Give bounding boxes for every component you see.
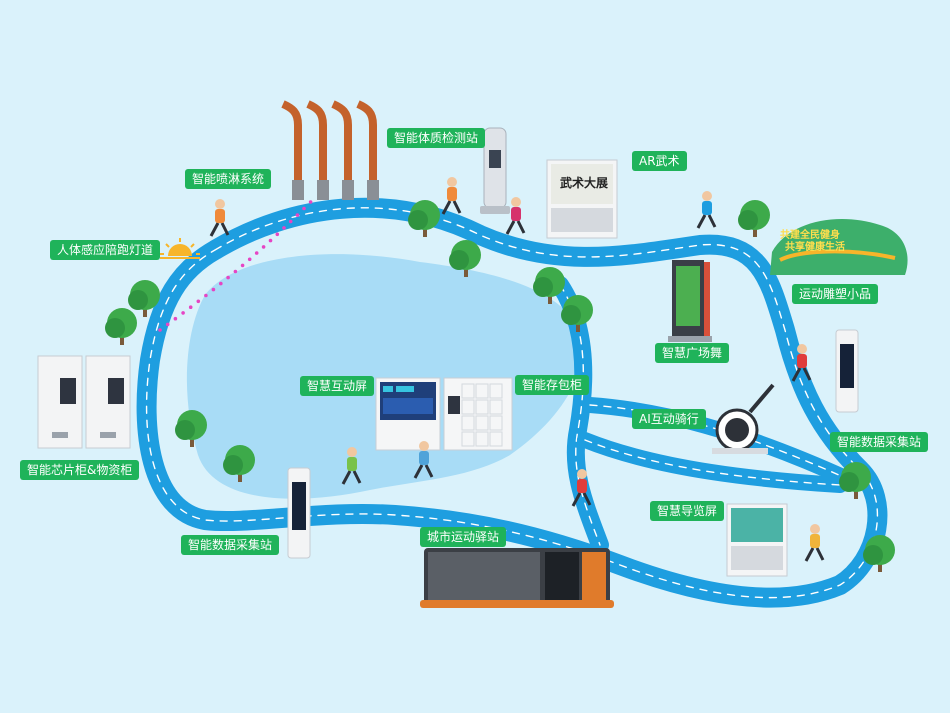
light-dot [268, 238, 273, 243]
ar-wushu-screen [546, 159, 618, 239]
data-station-right [835, 329, 859, 413]
tree [128, 280, 160, 317]
tree [175, 410, 207, 447]
label-ar-wushu: AR武术 [632, 151, 687, 171]
label-mist: 智能喷淋系统 [185, 169, 272, 189]
light-dot [211, 287, 216, 292]
light-dot [308, 200, 313, 204]
tree [839, 462, 871, 499]
runner [571, 469, 592, 507]
ar-screen-text: 武术大展 [560, 176, 609, 190]
label-locker: 智能存包柜 [515, 375, 590, 395]
light-dot [302, 206, 306, 211]
light-dot [295, 213, 300, 217]
label-guide-screen: 智慧导览屏 [650, 501, 725, 521]
tree [449, 240, 481, 277]
light-dot [181, 311, 185, 315]
trees [105, 200, 895, 572]
runner [441, 177, 462, 215]
light-dot [288, 219, 293, 224]
label-chip-cabinet: 智能芯片柜&物资柜 [20, 460, 140, 480]
sunrise-icon [160, 238, 200, 259]
light-dot [240, 263, 245, 268]
runner [696, 191, 717, 229]
runner [209, 199, 230, 237]
tree [223, 445, 255, 482]
tree [561, 295, 593, 332]
light-dot [261, 245, 266, 249]
square-dance-kiosk [668, 260, 712, 342]
label-data-station-left: 智能数据采集站 [181, 535, 280, 555]
light-dot [233, 269, 238, 274]
smart-light-poles [281, 100, 379, 200]
pe-test-kiosk [480, 127, 510, 214]
tree [863, 535, 895, 572]
tree [738, 200, 770, 237]
ai-bike [712, 383, 775, 454]
tree [105, 308, 137, 345]
label-square-dance: 智慧广场舞 [655, 343, 730, 363]
runners [209, 177, 825, 562]
light-dot [254, 251, 259, 255]
tree [533, 267, 565, 304]
light-dot [282, 226, 286, 230]
light-dot [204, 293, 208, 298]
light-dot [188, 305, 193, 310]
label-pe-test: 智能体质检测站 [387, 128, 486, 148]
sculpture-line1: 共建全民健身 [780, 228, 840, 241]
guide-screen [726, 503, 788, 577]
runner [791, 344, 812, 382]
light-dot [219, 281, 223, 286]
sensor-light-dots [158, 200, 313, 332]
runner [804, 524, 825, 562]
runner [505, 197, 526, 235]
label-sculpture: 运动雕塑小品 [792, 284, 879, 304]
light-pole [331, 100, 354, 200]
label-sensor-lights: 人体感应陪跑灯道 [50, 240, 161, 260]
label-data-station-right: 智能数据采集站 [830, 432, 929, 452]
light-dot [196, 299, 201, 304]
label-city-station: 城市运动驿站 [420, 527, 507, 547]
light-dot [226, 275, 230, 280]
light-dot [173, 316, 178, 321]
supply-cabinet [85, 355, 131, 449]
label-ai-bike: AI互动骑行 [632, 409, 706, 429]
light-pole [306, 100, 329, 200]
runner [413, 441, 434, 479]
interactive-screen [375, 377, 441, 451]
data-station-left [287, 467, 311, 559]
sculpture-sign: 共建全民健身 共享健康生活 [770, 219, 908, 275]
light-pole [356, 100, 379, 200]
storage-locker [443, 377, 513, 451]
light-dot [275, 232, 280, 237]
light-dot [247, 257, 252, 262]
runner [341, 447, 362, 485]
light-dot [165, 322, 170, 327]
light-pole [281, 100, 304, 200]
city-sports-station [420, 548, 614, 608]
chip-cabinet [37, 355, 83, 449]
tree [408, 200, 440, 237]
sculpture-line2: 共享健康生活 [785, 240, 845, 253]
light-dot [158, 328, 162, 332]
label-interactive: 智慧互动屏 [300, 376, 375, 396]
